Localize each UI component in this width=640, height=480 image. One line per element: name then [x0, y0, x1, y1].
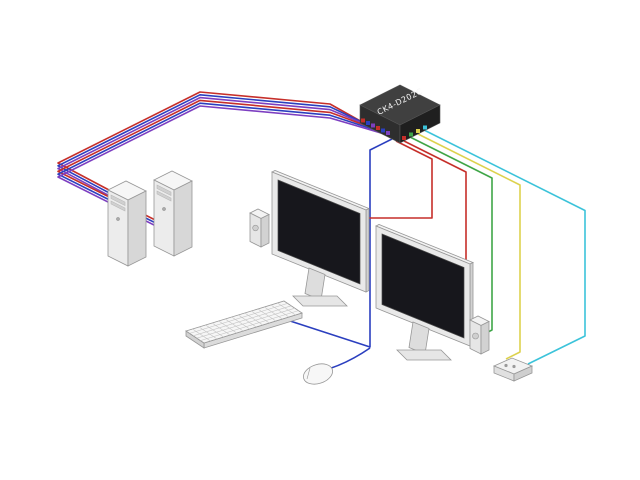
cable-pc2-blue	[57, 102, 384, 227]
keyboard	[185, 300, 303, 349]
cable-pc1-purple	[57, 96, 374, 206]
port-red-icon	[402, 136, 406, 140]
monitor1-cable-red	[369, 140, 433, 219]
port-cyan-icon	[423, 125, 427, 130]
cable-pc2-purple	[57, 105, 389, 230]
mouse-body	[303, 363, 333, 385]
port-yellow-icon	[416, 129, 420, 133]
port-red-icon	[376, 126, 380, 130]
computer-cable-bundle	[57, 91, 389, 230]
speaker-right-driver-icon	[472, 332, 479, 340]
port-green-icon	[409, 132, 413, 137]
monitor-2	[375, 224, 474, 361]
remote-cable-yellow	[417, 133, 521, 360]
monitor-1	[271, 170, 370, 307]
tower1-side-face	[127, 190, 147, 267]
remote-cable-cyan	[424, 129, 586, 365]
tower2-drive-bay	[156, 184, 172, 196]
keyboard-key-rows	[189, 303, 299, 341]
monitor2-stand-base	[396, 349, 452, 361]
tower2-drive-bay	[156, 190, 172, 202]
port-blue-icon	[366, 121, 370, 125]
monitor1-screen	[277, 179, 361, 285]
speaker-right-side	[480, 320, 490, 355]
monitor2-screen	[381, 233, 465, 339]
keyboard-key-columns	[192, 302, 296, 342]
tower1-power-button	[116, 217, 120, 221]
remote-button-icon	[504, 363, 508, 368]
speaker-right	[469, 315, 490, 355]
mouse	[303, 363, 333, 385]
computer-tower-2	[153, 170, 193, 257]
remote-button-icon	[512, 364, 516, 369]
tower2-side-face	[173, 180, 193, 257]
kvm-computer-ports	[361, 118, 390, 135]
port-blue-icon	[381, 128, 385, 133]
computer-tower-1	[107, 180, 147, 267]
monitor1-stand-base	[292, 295, 348, 307]
tower1-drive-bay	[110, 200, 126, 212]
mouse-button-divider	[306, 367, 311, 380]
monitor1-side-edge	[365, 207, 370, 293]
tower2-power-button	[162, 207, 166, 211]
kvm-console-ports	[402, 125, 427, 140]
speaker-left-side	[260, 213, 270, 248]
keyboard-cable-blue	[283, 138, 393, 348]
remote-side-face	[513, 365, 533, 382]
kvm-switch: CK4-D202C	[359, 84, 441, 144]
port-purple-icon	[386, 131, 390, 135]
cable-pc2-red	[57, 99, 379, 225]
cable-pc1-blue	[57, 94, 369, 203]
speaker-left	[249, 208, 270, 248]
port-red-icon	[361, 118, 365, 123]
tower1-drive-bay	[110, 194, 126, 206]
port-purple-icon	[371, 123, 375, 128]
cable-pc1-red	[57, 91, 364, 200]
wired-remote	[492, 357, 534, 382]
speaker-left-driver-icon	[252, 224, 259, 232]
